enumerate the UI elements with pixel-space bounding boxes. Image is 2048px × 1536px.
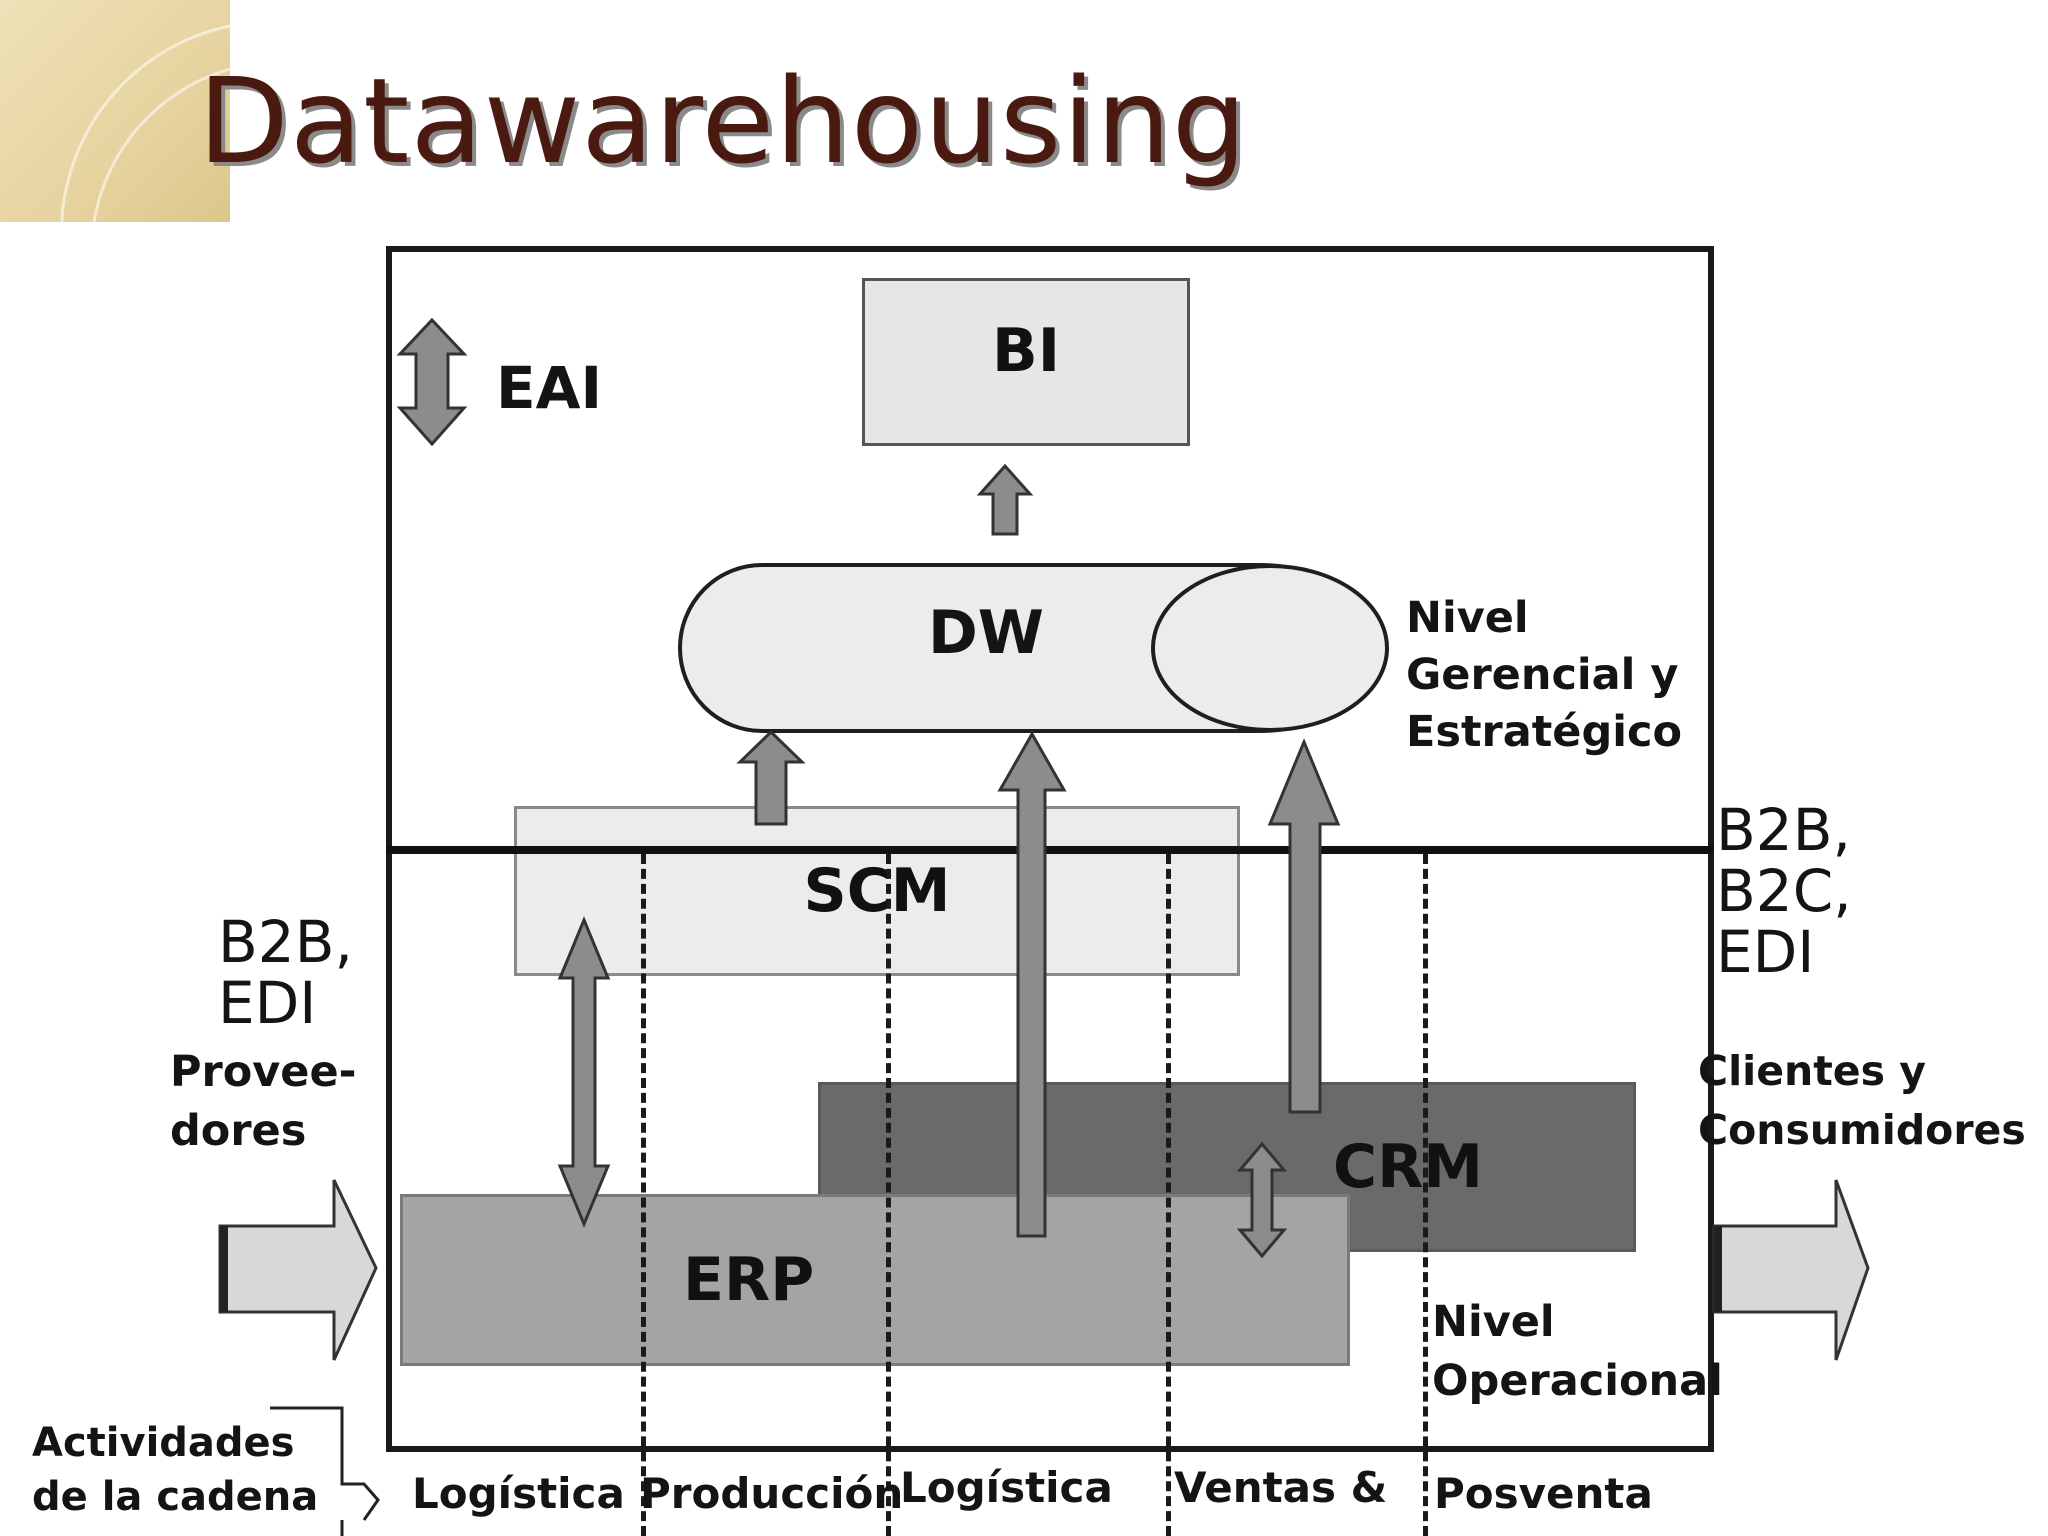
chain-label-line-1: Actividades (32, 1420, 295, 1466)
chain-bracket (270, 1406, 380, 1521)
corner-decoration (0, 0, 230, 222)
activity-4: Ventas & (1174, 1463, 1388, 1512)
column-divider-1 (641, 854, 646, 1536)
level-operational-line-1: Nivel (1432, 1297, 1555, 1347)
level-management-line-2: Gerencial y (1406, 650, 1679, 701)
dw-cylinder-end (1151, 564, 1389, 732)
scm-erp-double-arrow-icon (557, 916, 611, 1228)
erp-crm-double-arrow-icon (1236, 1141, 1288, 1259)
dw-label: DW (928, 598, 1044, 668)
eai-double-arrow-icon (396, 317, 468, 447)
scm-label: SCM (803, 856, 951, 926)
column-divider-3 (1166, 854, 1171, 1536)
customer-output-arrow-icon (1712, 1179, 1870, 1361)
level-operational-line-2: Operacional (1432, 1356, 1723, 1407)
erp-box: ERP (400, 1194, 1350, 1366)
right-channel-2: B2C, (1716, 856, 1852, 925)
right-channels-label: B2B, B2C, EDI (1716, 800, 1852, 983)
page-title: Datawarehousing (198, 52, 1248, 190)
right-party-line-1: Clientes y (1698, 1047, 1927, 1095)
erp-to-dw-arrow-icon (997, 730, 1067, 1238)
left-party-label: Provee- dores (170, 1047, 357, 1157)
scm-to-dw-arrow-icon (736, 729, 806, 826)
column-divider-2 (886, 854, 891, 1536)
left-channel-1: B2B, (218, 908, 353, 976)
column-divider-4 (1423, 854, 1428, 1536)
right-party-label: Clientes y Consumidores (1698, 1047, 2026, 1155)
crm-label: CRM (1333, 1132, 1483, 1202)
eai-label: EAI (496, 354, 603, 422)
level-management-line-1: Nivel (1406, 593, 1529, 643)
bi-label: BI (991, 316, 1061, 386)
activity-5: Posventa (1434, 1469, 1653, 1518)
left-party-line-2: dores (170, 1106, 307, 1157)
crm-to-dw-arrow-icon (1267, 738, 1341, 1114)
chain-label: Actividades de la cadena (32, 1422, 318, 1518)
level-management-label: Nivel Gerencial y Estratégico (1406, 593, 1683, 758)
activity-3: Logística (900, 1463, 1113, 1512)
bi-box: BI (862, 278, 1190, 446)
scm-box: SCM (514, 806, 1240, 976)
level-management-line-3: Estratégico (1406, 707, 1683, 758)
left-channels-label: B2B, EDI (218, 912, 353, 1034)
erp-label: ERP (683, 1245, 815, 1315)
supplier-input-arrow-icon (218, 1179, 378, 1361)
right-channel-3: EDI (1716, 917, 1815, 986)
dw-to-bi-arrow-icon (976, 463, 1034, 536)
chain-label-line-2: de la cadena (32, 1474, 319, 1520)
right-party-line-2: Consumidores (1698, 1106, 2026, 1155)
level-divider (386, 846, 1714, 854)
level-operational-label: Nivel Operacional (1432, 1297, 1723, 1407)
activity-2: Producción (640, 1469, 904, 1518)
left-party-line-1: Provee- (170, 1047, 357, 1097)
left-channel-2: EDI (218, 968, 317, 1037)
activity-1: Logística (412, 1469, 625, 1518)
right-channel-1: B2B, (1716, 796, 1851, 864)
